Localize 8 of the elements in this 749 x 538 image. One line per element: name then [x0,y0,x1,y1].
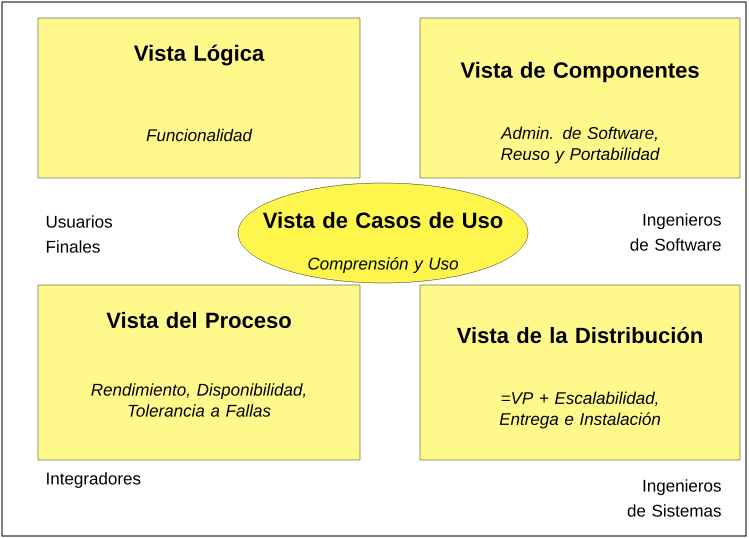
view-box: Vista de Componentes Admin. de Software, Reuso y Portabilidad [420,18,740,178]
role-label: Ingenieros de Sistemas [628,479,721,517]
role-label: Ingenieros de Software [630,213,721,251]
view-box: Vista de la Distribución =VP + Escalabilidad, Entrega e Instalación [420,284,740,460]
view-box: Vista del Proceso Rendimiento, Disponibilidad, Tolerancia a Fallas [38,284,360,460]
view-box: Vista Lógica Funcionalidad [38,18,360,178]
role-label: Integradores [47,472,140,488]
role-label: Usuarios Finales [46,215,112,253]
